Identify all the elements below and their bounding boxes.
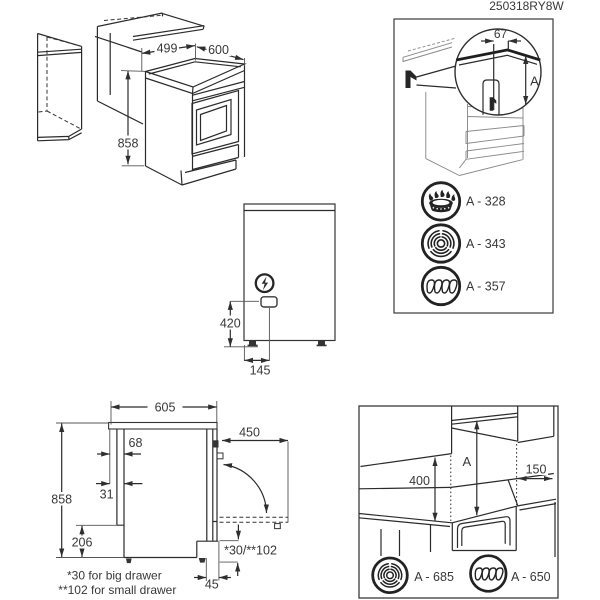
svg-text:600: 600: [208, 43, 229, 57]
svg-text:*30/**102: *30/**102: [224, 544, 277, 558]
svg-text:250318RY8W: 250318RY8W: [489, 0, 564, 13]
svg-text:*30 for big drawer: *30 for big drawer: [67, 569, 162, 583]
svg-text:45: 45: [205, 577, 219, 591]
svg-text:A - 685: A - 685: [414, 570, 454, 584]
svg-text:499: 499: [157, 42, 178, 56]
svg-text:A: A: [462, 454, 471, 469]
svg-text:**102 for small drawer: **102 for small drawer: [58, 583, 176, 597]
svg-text:858: 858: [118, 137, 139, 151]
svg-text:67: 67: [494, 27, 508, 41]
svg-text:605: 605: [155, 401, 176, 415]
svg-text:A: A: [530, 74, 539, 89]
svg-text:31: 31: [100, 488, 114, 502]
svg-text:A - 650: A - 650: [511, 570, 551, 584]
svg-text:420: 420: [220, 317, 241, 331]
svg-text:400: 400: [409, 474, 430, 488]
svg-text:68: 68: [129, 436, 143, 450]
svg-text:858: 858: [51, 493, 72, 507]
svg-text:150: 150: [526, 463, 547, 477]
svg-text:A - 328: A - 328: [466, 195, 506, 209]
svg-text:145: 145: [250, 364, 271, 378]
svg-text:206: 206: [72, 536, 93, 550]
svg-text:A - 357: A - 357: [466, 280, 506, 294]
svg-text:450: 450: [239, 426, 260, 440]
svg-text:A - 343: A - 343: [466, 237, 506, 251]
